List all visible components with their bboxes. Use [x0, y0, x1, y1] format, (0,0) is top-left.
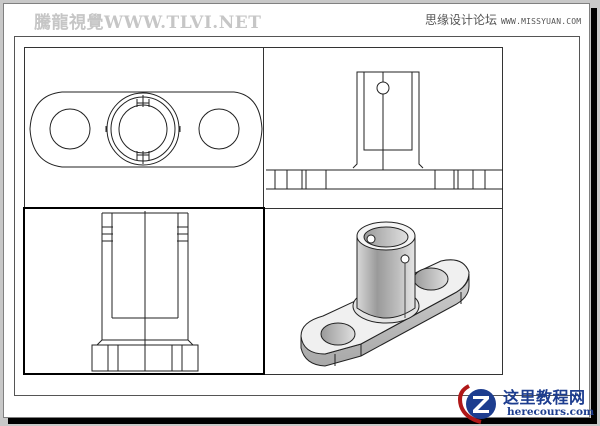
viewport-side-view[interactable]: [263, 47, 503, 209]
viewport-isometric-view[interactable]: [263, 208, 503, 375]
logo-url: herecours.com: [507, 406, 595, 418]
paper-space-background: [3, 3, 590, 418]
paper-shadow-right: [591, 8, 597, 424]
watermark-top-right-en: WWW.MISSYUAN.COM: [501, 17, 582, 26]
watermark-top-left: 騰龍視覺WWW.TLVI.NET: [34, 13, 262, 33]
viewport-front-view-active[interactable]: [23, 207, 265, 375]
printable-area-border: [14, 36, 580, 396]
viewport-top-view[interactable]: [24, 47, 264, 209]
top-view-drawing: [29, 91, 263, 168]
paper-shadow-bottom: [8, 418, 597, 424]
herecours-logo: 这里教程网 herecours.com: [455, 382, 600, 426]
watermark-top-right-cn: 思缘设计论坛: [425, 13, 498, 27]
z-globe-logo-icon: [458, 384, 496, 424]
logo-title: 这里教程网: [503, 388, 586, 407]
side-view-drawing: [266, 71, 503, 190]
front-view-drawing: [91, 211, 199, 372]
isometric-shaded-drawing: [300, 221, 470, 367]
